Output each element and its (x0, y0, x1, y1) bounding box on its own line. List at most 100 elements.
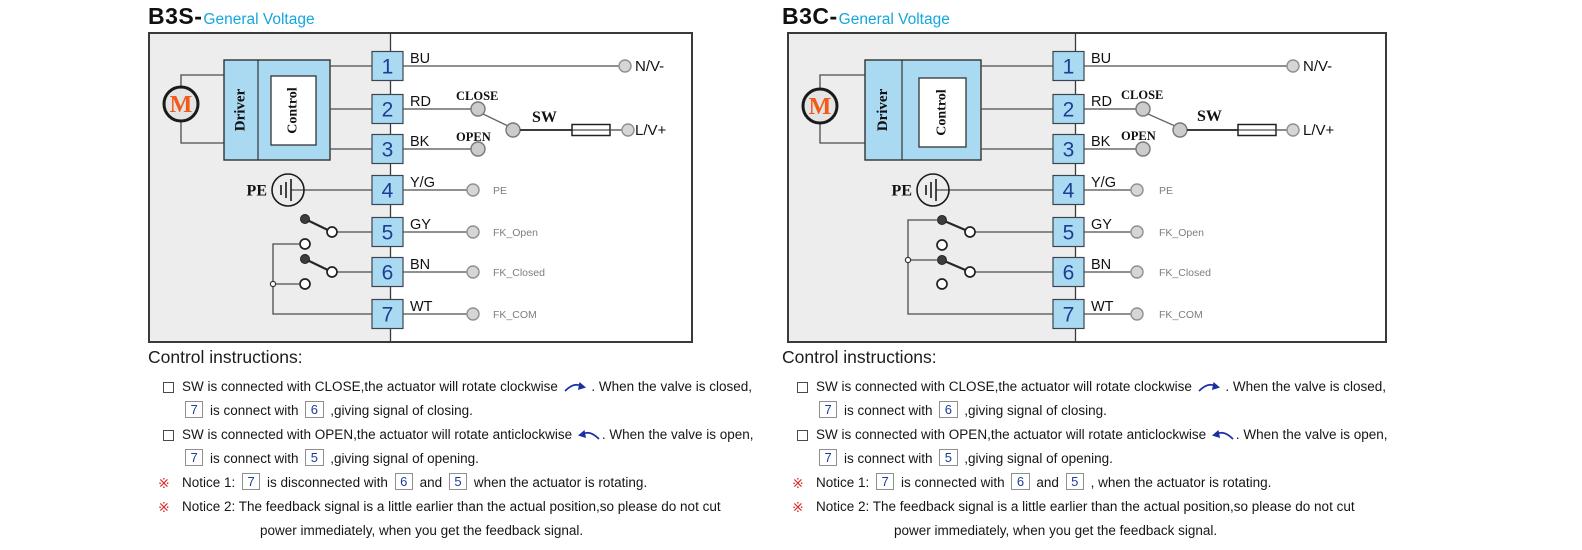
open-contact (1135, 141, 1151, 157)
sw-lever (482, 113, 509, 127)
live-label: L/V+ (635, 122, 667, 139)
terminal-ref-box: 6 (1011, 473, 1030, 490)
instruction-text: power immediately, when you get the feed… (260, 523, 584, 538)
neutral-label: N/V- (1303, 58, 1332, 75)
instruction-text: . When the valve is open, (601, 427, 754, 442)
panel-title: B3S-General Voltage (148, 3, 315, 30)
control-label: Control (286, 87, 301, 134)
terminal-box (1052, 50, 1085, 82)
instruction-text: ,giving signal of closing. (326, 403, 473, 418)
contact-open (326, 266, 338, 278)
live-terminal (621, 123, 635, 137)
motor-circle (162, 85, 200, 123)
instruction-line: SW is connected with CLOSE,the actuator … (782, 375, 1422, 399)
pe-output-label: PE (493, 185, 507, 197)
contact-open (936, 239, 948, 251)
close-contact (470, 101, 486, 117)
notice-mark-icon: ※ (792, 499, 804, 515)
notice-mark-icon: ※ (792, 475, 804, 491)
fk-com-output-terminal (1130, 307, 1144, 321)
terminal-ref-box: 6 (939, 401, 958, 418)
checkbox-icon (797, 430, 808, 441)
fk-open-output-terminal (1130, 225, 1144, 239)
wire-color-label: WT (410, 299, 433, 315)
fk-com-output-terminal (466, 307, 480, 321)
sw-label: SW (532, 109, 557, 126)
diagram-border (787, 32, 1387, 343)
terminal-box (1052, 256, 1085, 288)
voltage-variant: General Voltage (838, 11, 950, 28)
notice-mark-icon: ※ (158, 475, 170, 491)
voltage-variant: General Voltage (203, 11, 315, 28)
contact-open (299, 238, 311, 250)
terminal-box (371, 174, 404, 206)
sw-label: SW (1197, 108, 1222, 125)
contact-open (299, 278, 311, 290)
instruction-text: is connect with (206, 451, 303, 466)
wire-color-label: Y/G (410, 175, 435, 191)
terminal-number: 1 (1063, 56, 1075, 79)
instruction-text: , when the actuator is rotating. (1086, 475, 1272, 490)
instruction-text: is disconnected with (263, 475, 392, 490)
junction-dot (904, 256, 912, 264)
driver-label: Driver (232, 88, 248, 131)
instruction-text: Notice 1: (816, 475, 874, 490)
instruction-text: is connect with (206, 403, 303, 418)
instruction-text: and (415, 475, 446, 490)
instruction-text: is connected with (897, 475, 1009, 490)
anticlockwise-arrow-icon (1211, 430, 1234, 440)
instruction-text: ,giving signal of opening. (326, 451, 479, 466)
fk-open-output-terminal (466, 225, 480, 239)
open-contact (470, 141, 486, 157)
common-bracket (272, 243, 372, 315)
instruction-text: SW is connected with OPEN,the actuator w… (816, 427, 1210, 442)
instruction-line: ※Notice 1: 7 is connected with 6 and 5 ,… (782, 471, 1422, 495)
close-label: CLOSE (1121, 88, 1163, 102)
instruction-text: Notice 1: (182, 475, 240, 490)
instruction-text: is connect with (840, 451, 937, 466)
terminal-number: 2 (1063, 99, 1075, 122)
control-label: Control (935, 89, 950, 136)
checkbox-icon (163, 430, 174, 441)
sw-pole-contact (505, 122, 521, 138)
contact-open (326, 226, 338, 238)
terminal-ref-box: 7 (185, 401, 204, 418)
pe-label: PE (892, 183, 912, 200)
terminal-ref-box: 6 (394, 473, 413, 490)
terminal-box (1052, 93, 1085, 125)
junction-dot (269, 280, 277, 288)
neutral-label: N/V- (635, 58, 664, 75)
terminal-number: 5 (1063, 222, 1075, 245)
instruction-text: ,giving signal of opening. (960, 451, 1113, 466)
wire-color-label: BK (410, 134, 430, 150)
wire-color-label: BU (410, 51, 430, 67)
wire-color-label: GY (1091, 217, 1112, 233)
terminal-box (1052, 216, 1085, 248)
terminal-box (1052, 298, 1085, 330)
notice-mark-icon: ※ (158, 499, 170, 515)
contact-open (936, 278, 948, 290)
fk-closed-output-terminal (466, 265, 480, 279)
live-label: L/V+ (1303, 122, 1335, 139)
terminal-number: 5 (382, 222, 394, 245)
terminal-number: 1 (382, 56, 394, 79)
instruction-text: ,giving signal of closing. (960, 403, 1107, 418)
terminal-ref-box: 7 (819, 401, 838, 418)
contact-filled (937, 255, 947, 265)
wire-color-label: RD (1091, 94, 1112, 110)
sw-pole-contact (1172, 122, 1188, 138)
terminal-number: 6 (382, 262, 394, 285)
terminal-number: 7 (1063, 304, 1075, 327)
instruction-line: 7 is connect with 5 ,giving signal of op… (148, 447, 788, 471)
fk-com-output-label: FK_COM (493, 309, 537, 321)
instruction-line: power immediately, when you get the feed… (782, 519, 1422, 543)
terminal-number: 4 (1063, 180, 1075, 203)
open-label: OPEN (1121, 129, 1156, 143)
instruction-line: 7 is connect with 6 ,giving signal of cl… (148, 399, 788, 423)
terminal-ref-box: 5 (448, 473, 468, 490)
contact-open (964, 226, 976, 238)
instruction-text: SW is connected with OPEN,the actuator w… (182, 427, 576, 442)
terminal-ref-box: 7 (242, 473, 261, 490)
wire-color-label: GY (410, 217, 431, 233)
